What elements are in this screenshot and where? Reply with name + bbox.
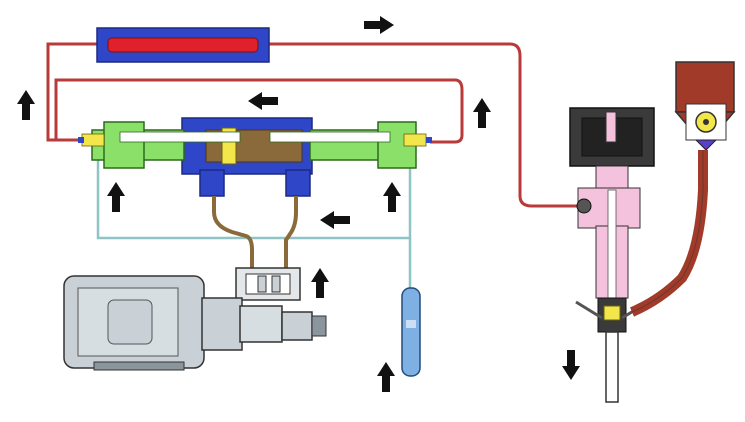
flow-arrow-return xyxy=(320,211,350,229)
left-cylinder-cap xyxy=(103,121,145,169)
left-port xyxy=(78,137,84,143)
valve-spool xyxy=(245,273,291,295)
hydraulic-hoses xyxy=(212,196,298,268)
hot-line-inner-loop xyxy=(54,78,464,144)
heat-exchanger xyxy=(96,27,270,63)
dispense-valve xyxy=(569,107,655,403)
cooler-core xyxy=(107,37,259,53)
valve-needle xyxy=(607,189,617,311)
flow-arrow-top-right xyxy=(364,16,394,34)
actuator-stem xyxy=(605,111,617,143)
pump-valve xyxy=(235,267,301,301)
flow-arrow-right-riser xyxy=(473,98,491,128)
inline-filter xyxy=(401,287,421,377)
center-block-right-foot xyxy=(285,169,311,197)
filter-body xyxy=(401,287,421,377)
mixing-chamber xyxy=(603,305,621,321)
flow-arrow-right-lower xyxy=(383,182,401,212)
valve-spool-land-1 xyxy=(257,275,267,293)
motor-base xyxy=(93,361,185,371)
left-check-valve xyxy=(81,133,105,147)
hopper-outlet xyxy=(694,139,718,151)
valve-inlet-port xyxy=(576,198,592,214)
flow-arrow-top-center xyxy=(248,92,278,110)
valve-upper-body xyxy=(595,165,629,191)
electric-motor xyxy=(63,275,327,371)
motor-flange xyxy=(201,297,243,351)
feed-line-outline xyxy=(631,150,704,313)
flow-arrow-pump xyxy=(311,268,329,298)
pump-end-cap xyxy=(311,315,327,337)
hot-line xyxy=(46,42,578,208)
hopper-assembly xyxy=(629,61,736,317)
motor-terminal-box xyxy=(107,299,153,345)
intensifier-cylinder xyxy=(78,117,432,197)
hose-right xyxy=(284,196,298,268)
right-check-valve xyxy=(403,133,427,147)
right-plunger xyxy=(269,131,391,143)
filter-highlight xyxy=(406,320,416,328)
flow-arrow-left-riser xyxy=(17,90,35,120)
center-block-left-foot xyxy=(199,169,225,197)
flow-arrow-left-lower xyxy=(107,182,125,212)
hot-line-to-valve xyxy=(268,42,578,208)
hydraulic-pump xyxy=(281,311,313,341)
hose-left xyxy=(212,196,254,268)
outlet-nozzle xyxy=(605,331,619,403)
right-port xyxy=(426,137,432,143)
flow-arrow-filter xyxy=(377,362,395,392)
flow-arrow-dispense xyxy=(562,350,580,380)
feed-screw-hub xyxy=(703,119,709,125)
coupling-housing xyxy=(239,305,283,343)
flow-arrows xyxy=(17,16,580,392)
valve-spool-land-2 xyxy=(271,275,281,293)
left-plunger xyxy=(119,131,241,143)
